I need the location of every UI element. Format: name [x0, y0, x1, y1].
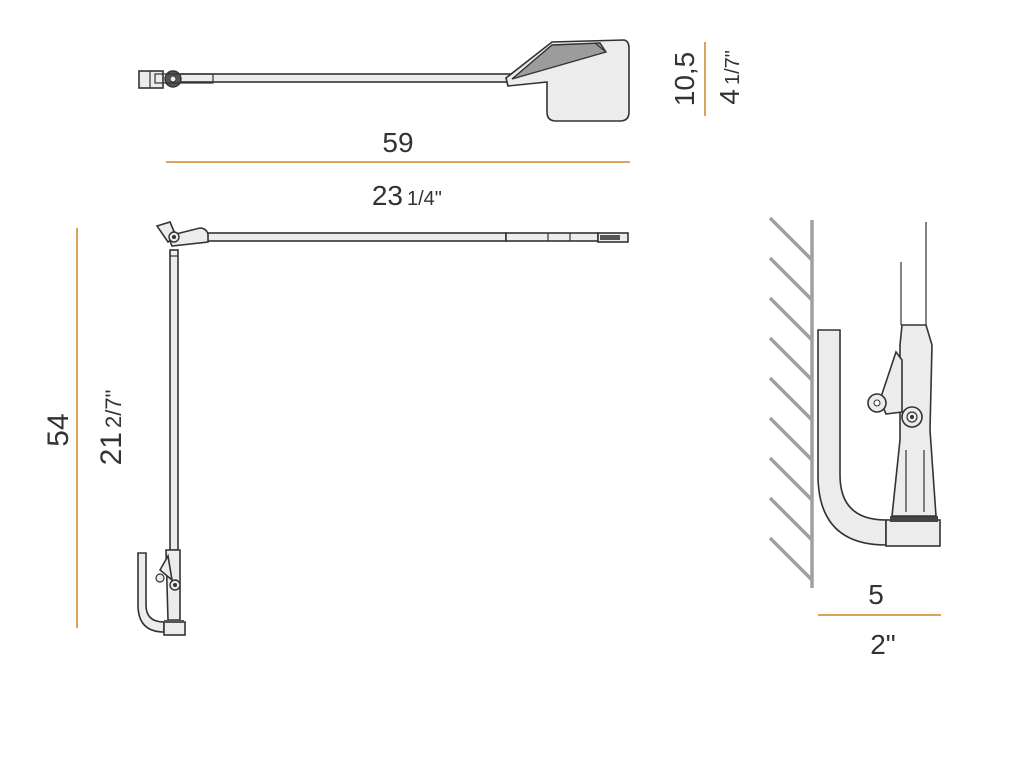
bracket-detail: [768, 216, 941, 588]
top-view: [138, 39, 630, 122]
width-cm-label: 59: [382, 127, 413, 158]
side-view: [137, 221, 629, 636]
head-height-cm-label: 10,5: [669, 52, 700, 107]
side-view-bracket: [137, 552, 165, 633]
top-view-rear-block: [138, 70, 164, 89]
side-view-base: [163, 621, 186, 636]
side-view-arm: [205, 232, 507, 242]
side-view-head: [505, 232, 599, 242]
detail-hook: [817, 329, 887, 546]
side-view-vertical-arm: [169, 249, 179, 551]
depth-cm-label: 5: [868, 579, 884, 610]
width-in-fraction-label: 1/4": [407, 188, 442, 210]
wall-hatching: [768, 216, 814, 582]
height-in-fraction-label: 2/7": [101, 390, 126, 428]
head-height-in-whole-label: 4: [714, 89, 745, 105]
top-view-arm: [169, 73, 511, 83]
detail-base: [885, 519, 941, 547]
head-height-in-fraction-label: 1/7": [722, 50, 744, 85]
height-in-whole-label: 21: [95, 432, 128, 465]
width-in-whole-label: 23: [372, 180, 403, 211]
height-cm-label: 54: [42, 413, 75, 446]
depth-in-label: 2": [870, 629, 896, 660]
